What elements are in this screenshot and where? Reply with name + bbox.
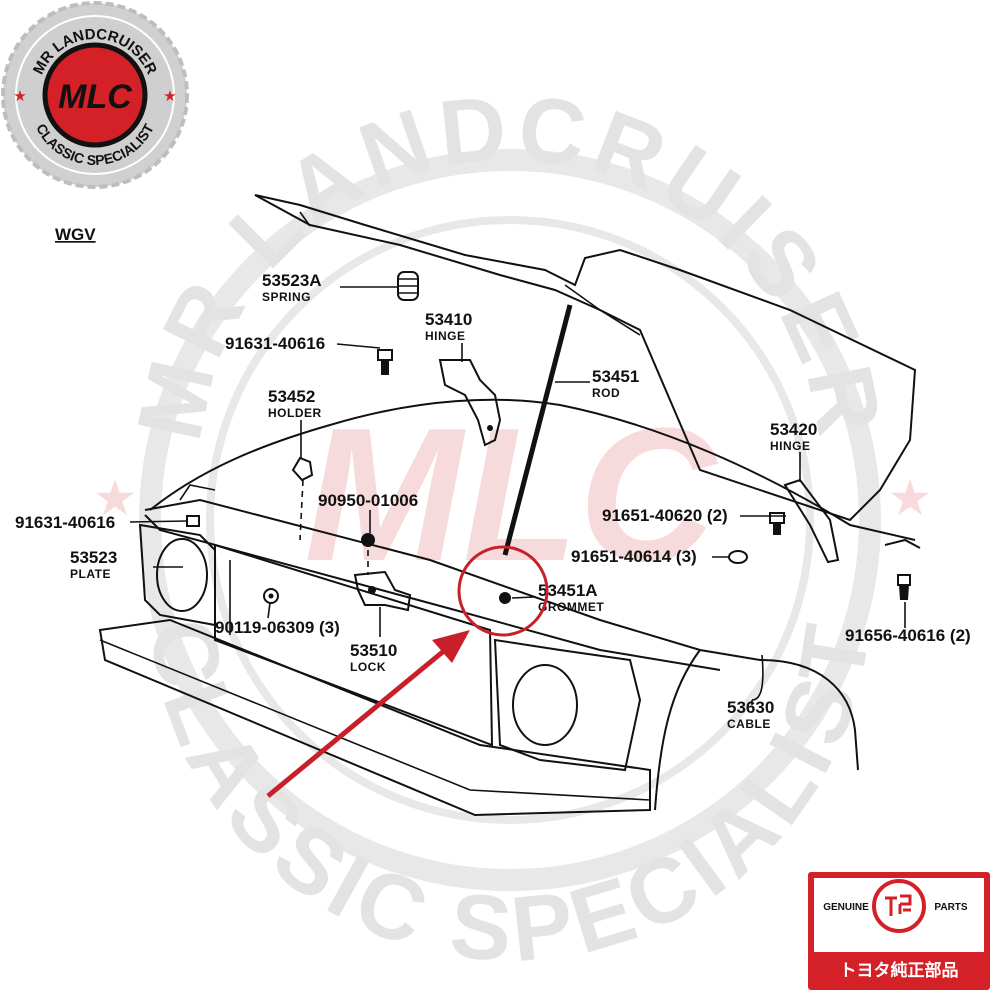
watermark-monogram: MLC (304, 389, 718, 601)
part-number-label: 53510 (350, 641, 397, 660)
part-number-label: 53451 (592, 367, 639, 386)
vehicle-drawing (98, 194, 917, 817)
bolt-91651-40614 (728, 550, 748, 564)
rod-53451 (502, 304, 573, 556)
part-number-label: 53523 (70, 548, 117, 567)
part-number-label: 91651-40620 (2) (602, 506, 728, 525)
genuine-parts-badge: GENUINE PARTS トヨタ純正部品 (808, 872, 990, 990)
part-labels: WGV 53523A SPRING 53410 HINGE 91631-4061… (15, 225, 971, 731)
part-number-label: 91631-40616 (225, 334, 325, 353)
holder-53452 (291, 456, 314, 541)
part-number-label: 91656-40616 (2) (845, 626, 971, 645)
bolt-90119 (263, 588, 279, 604)
model-label: WGV (55, 225, 96, 244)
part-name-label: CABLE (727, 717, 771, 731)
part-number-label: 91651-40614 (3) (571, 547, 697, 566)
badge-bottom-text: トヨタ純正部品 (840, 960, 959, 981)
bolt-91656 (897, 574, 911, 600)
part-name-label: GROMMET (538, 600, 604, 614)
highlight-circle (457, 545, 549, 637)
highlight-annotation (266, 545, 549, 798)
watermark-bottom-text: CLASSIC SPECIALIST (129, 612, 890, 982)
watermark-star-left: ★ (93, 469, 138, 527)
bolt-91631-lower (186, 515, 200, 527)
part-name-label: HINGE (770, 439, 811, 453)
lock-53510 (353, 570, 412, 612)
hinge-53410 (438, 359, 502, 447)
highlight-arrow-shaft (266, 648, 447, 798)
badge-left-text: GENUINE (823, 902, 869, 913)
leader-lines (129, 286, 906, 705)
part-number-label: 53523A (262, 271, 322, 290)
spring-53523a (397, 271, 419, 301)
part-number-label: 53410 (425, 310, 472, 329)
part-name-label: ROD (592, 386, 620, 400)
brand-logo: MR LANDCRUISER CLASSIC SPECIALIST MLC ★ … (1, 1, 189, 189)
part-number-label: 90119-06309 (3) (215, 618, 340, 637)
grommet-53451a (499, 592, 511, 604)
hood-parts (186, 271, 921, 701)
badge-right-text: PARTS (934, 902, 967, 913)
highlight-arrow-head (432, 630, 470, 663)
toyota-emblem-icon (872, 879, 926, 933)
plug-90950 (361, 533, 375, 575)
part-name-label: SPRING (262, 290, 311, 304)
part-name-label: HINGE (425, 329, 466, 343)
part-number-label: 53452 (268, 387, 315, 406)
logo-monogram: MLC (58, 78, 132, 116)
part-number-label: 53420 (770, 420, 817, 439)
watermark-star-right: ★ (888, 469, 933, 527)
cable-53630 (751, 538, 921, 701)
part-name-label: LOCK (350, 660, 386, 674)
part-number-label: 91631-40616 (15, 513, 115, 532)
part-number-label: 53630 (727, 698, 774, 717)
logo-star-right: ★ (163, 87, 176, 105)
logo-star-left: ★ (13, 87, 26, 105)
part-name-label: HOLDER (268, 406, 322, 420)
part-number-label: 53451A (538, 581, 598, 600)
part-number-label: 90950-01006 (318, 491, 418, 510)
part-name-label: PLATE (70, 567, 111, 581)
bolt-91631-upper (377, 349, 393, 375)
